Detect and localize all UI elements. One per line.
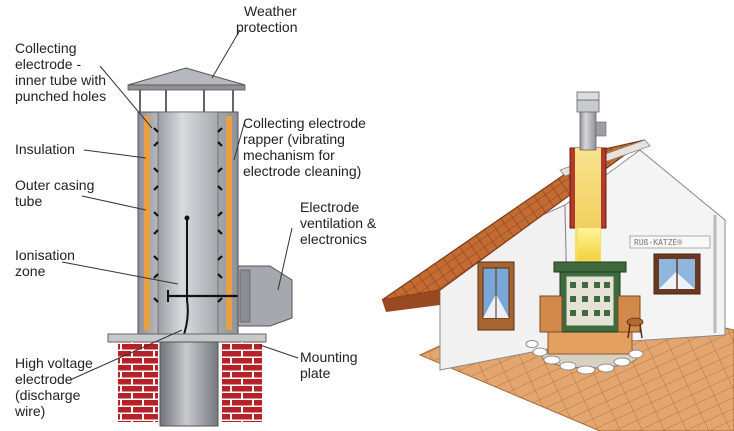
mounting-plate bbox=[107, 333, 267, 343]
label-electrode-ventilation: Electrode ventilation & electronics bbox=[300, 199, 380, 247]
insulation-left bbox=[144, 116, 150, 330]
label-collecting-electrode: Collecting electrode - inner tube with p… bbox=[15, 40, 110, 104]
flue-glow bbox=[578, 228, 600, 260]
precipitator-on-chimney bbox=[579, 109, 597, 151]
leader-lines bbox=[61, 29, 299, 381]
flue-tube-lower bbox=[159, 341, 219, 427]
house-sign-board bbox=[629, 235, 711, 249]
label-ionisation-zone: Ionisation zone bbox=[15, 247, 79, 279]
label-electrode-rapper: Collecting electrode rapper (vibrating m… bbox=[243, 115, 370, 179]
label-mounting-plate: Mounting plate bbox=[300, 349, 361, 381]
label-insulation: Insulation bbox=[15, 141, 75, 157]
brick-left bbox=[118, 342, 158, 422]
brick-right bbox=[222, 342, 262, 422]
hearth-stones bbox=[525, 340, 644, 375]
insulation-right bbox=[226, 116, 232, 330]
label-outer-casing: Outer casing tube bbox=[15, 177, 98, 209]
electronics-box bbox=[237, 265, 293, 327]
house-sign: RUß-KATZE® bbox=[634, 238, 682, 247]
label-weather-protection: Weather protection bbox=[236, 3, 301, 35]
precipitator-diagram: Weather protection Collecting electrode … bbox=[14, 3, 380, 427]
punched-holes bbox=[153, 127, 223, 303]
weather-protection-cap bbox=[127, 67, 246, 86]
label-high-voltage-electrode: High voltage electrode (discharge wire) bbox=[14, 355, 97, 419]
stool bbox=[626, 317, 644, 339]
house-illustration: RUß-KATZE® bbox=[381, 91, 734, 431]
cap-rim bbox=[127, 84, 246, 91]
